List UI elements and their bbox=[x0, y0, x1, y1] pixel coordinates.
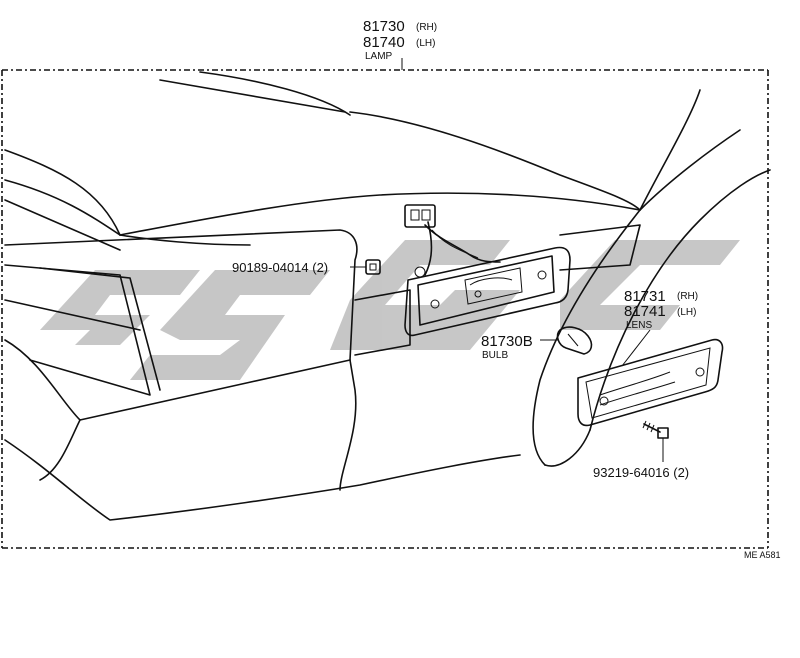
diagram-code: ME A581 bbox=[744, 550, 781, 560]
lamp-housing bbox=[404, 246, 571, 337]
lamp-part-lh: 81740 bbox=[363, 34, 405, 51]
lens-name: LENS bbox=[626, 320, 652, 331]
bulb-part bbox=[540, 326, 593, 355]
bulb-part-number: 81730B bbox=[481, 333, 533, 350]
lens-tag-lh: (LH) bbox=[677, 307, 696, 318]
car-body-drawing bbox=[4, 71, 771, 521]
screw-callout: 93219-64016 (2) bbox=[593, 465, 689, 480]
lamp-name: LAMP bbox=[365, 51, 393, 62]
lens-part-rh: 81731 bbox=[624, 288, 666, 305]
lamp-tag-lh: (LH) bbox=[416, 38, 435, 49]
bulb-callout: 81730B BULB bbox=[481, 333, 533, 361]
lens-part-lh: 81741 bbox=[624, 303, 666, 320]
lamp-wiring bbox=[404, 204, 501, 278]
lamp-part-rh: 81730 bbox=[363, 18, 405, 35]
screw-part bbox=[642, 420, 669, 462]
lens-tag-rh: (RH) bbox=[677, 291, 698, 302]
bulb-name: BULB bbox=[482, 350, 508, 361]
lamp-tag-rh: (RH) bbox=[416, 22, 437, 33]
clip-part-number: 90189-04014 (2) bbox=[232, 260, 328, 275]
clip-callout: 90189-04014 (2) bbox=[232, 260, 328, 275]
lamp-callout: 81730 (RH) 81740 (LH) LAMP bbox=[363, 18, 437, 62]
lens-callout: 81731 (RH) 81741 (LH) LENS bbox=[624, 288, 698, 331]
diagram-frame bbox=[1, 69, 769, 549]
lens-part bbox=[577, 329, 724, 427]
screw-part-number: 93219-64016 (2) bbox=[593, 465, 689, 480]
clip-part bbox=[350, 259, 381, 275]
